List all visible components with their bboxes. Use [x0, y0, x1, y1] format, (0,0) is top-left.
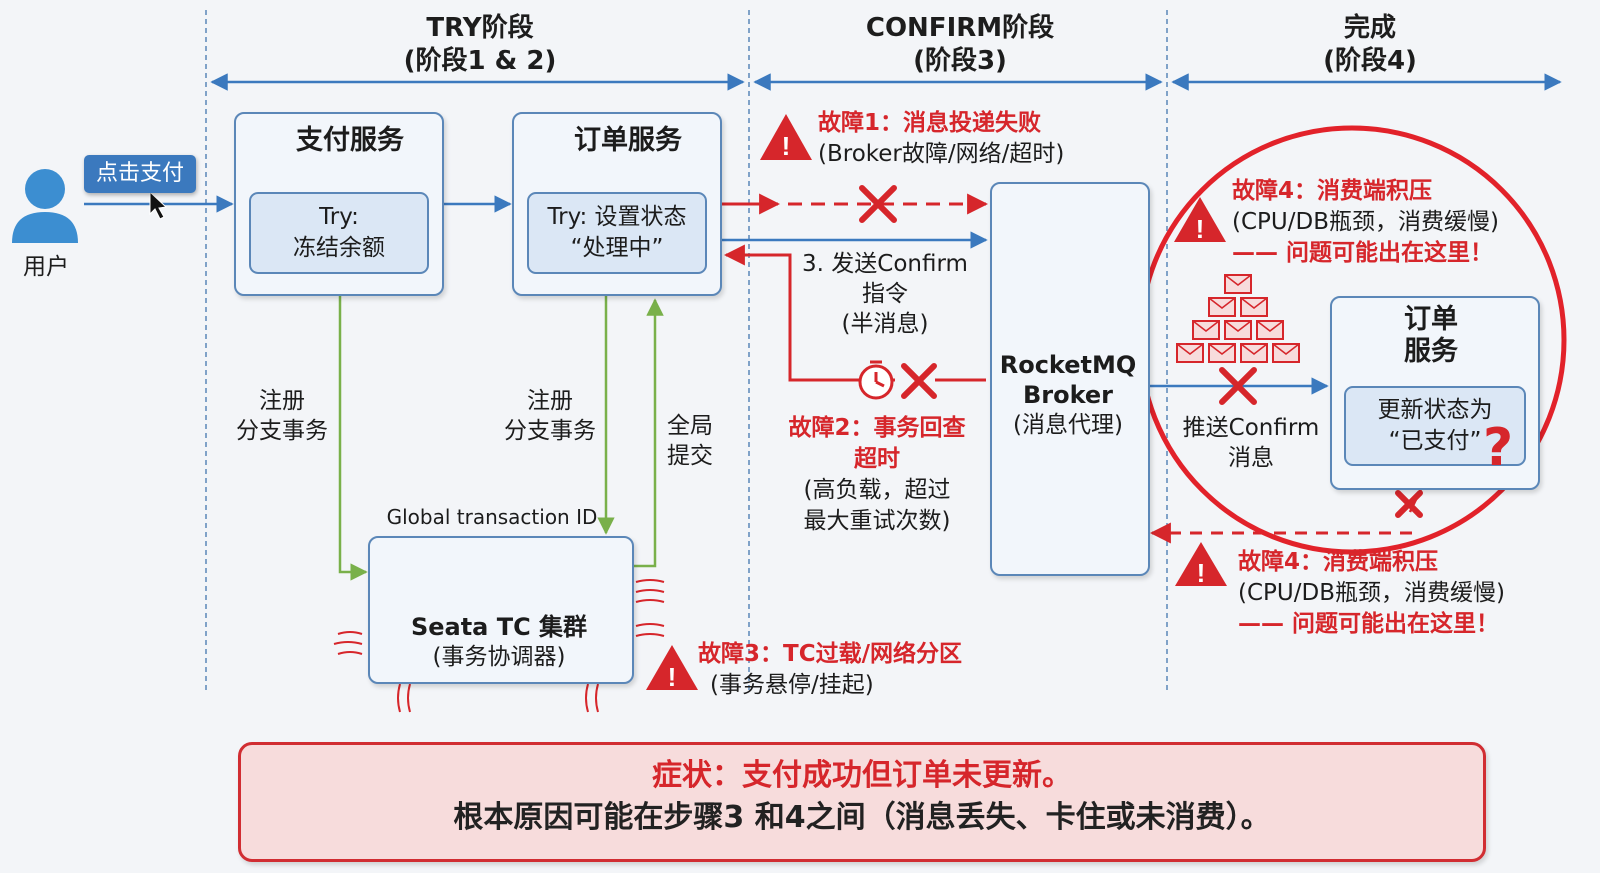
broker-title: RocketMQ Broker (消息代理)	[999, 351, 1137, 438]
seata-tc-title: Seata TC 集群(事务协调器)	[410, 613, 588, 670]
symptom-line: 症状：支付成功但订单未更新。	[652, 758, 1072, 793]
symptom-banner: 症状：支付成功但订单未更新。 根本原因可能在步骤3 和4之间（消息丢失、卡住或未…	[238, 742, 1486, 862]
payment-try-box: Try:冻结余额	[249, 192, 429, 274]
click-pay-button[interactable]: 点击支付	[84, 155, 196, 193]
svg-text:!: !	[1197, 558, 1206, 588]
fault-4-inner: 故障4：消费端积压 (CPU/DB瓶颈，消费缓慢) —— 问题可能出在这里！	[1232, 178, 1499, 266]
phase-confirm-title: CONFIRM阶段(阶段3)	[865, 13, 1055, 76]
fault-3: 故障3：TC过载/网络分区 (事务悬停/挂起)	[698, 641, 962, 698]
timer-icon	[858, 360, 894, 400]
payment-service-title: 支付服务	[296, 125, 404, 156]
register-branch-label-2: 注册分支事务	[504, 388, 596, 444]
global-commit-label: 全局提交	[667, 413, 713, 469]
overload-lines	[333, 579, 665, 713]
warning-icon	[646, 114, 1227, 690]
cursor-icon	[149, 190, 168, 220]
envelope-icon	[1176, 274, 1300, 363]
fault-2: 故障2：事务回查 超时 (高负载，超过 最大重试次数)	[788, 415, 966, 534]
register-branch-label-1: 注册分支事务	[236, 388, 328, 444]
user-icon	[12, 169, 78, 243]
order-service-2-title: 订单服务	[1404, 304, 1458, 367]
order-service-title: 订单服务	[574, 125, 682, 156]
root-cause-line: 根本原因可能在步骤3 和4之间（消息丢失、卡住或未消费）。	[453, 800, 1271, 835]
update-status-box: 更新状态为“已支付”	[1344, 386, 1526, 466]
phase-try-title: TRY阶段(阶段1 & 2)	[403, 13, 557, 76]
order-try-box: Try: 设置状态“处理中”	[527, 192, 707, 274]
question-mark: ?	[1483, 418, 1514, 478]
seata-tc-box	[368, 536, 634, 684]
fault-1: 故障1：消息投递失败 (Broker故障/网络/超时)	[818, 110, 1065, 167]
global-transaction-id-label: Global transaction ID	[386, 505, 598, 529]
x-mark-icon	[859, 185, 1423, 518]
svg-text:!: !	[782, 131, 791, 161]
user-label: 用户	[23, 254, 69, 280]
phase-done-title: 完成(阶段4)	[1323, 13, 1417, 76]
rocketmq-broker-box	[990, 182, 1150, 576]
svg-text:!: !	[668, 662, 677, 692]
fault-4-outer: 故障4：消费端积压 (CPU/DB瓶颈，消费缓慢) —— 问题可能出在这里！	[1238, 549, 1505, 637]
svg-text:!: !	[1196, 214, 1205, 244]
